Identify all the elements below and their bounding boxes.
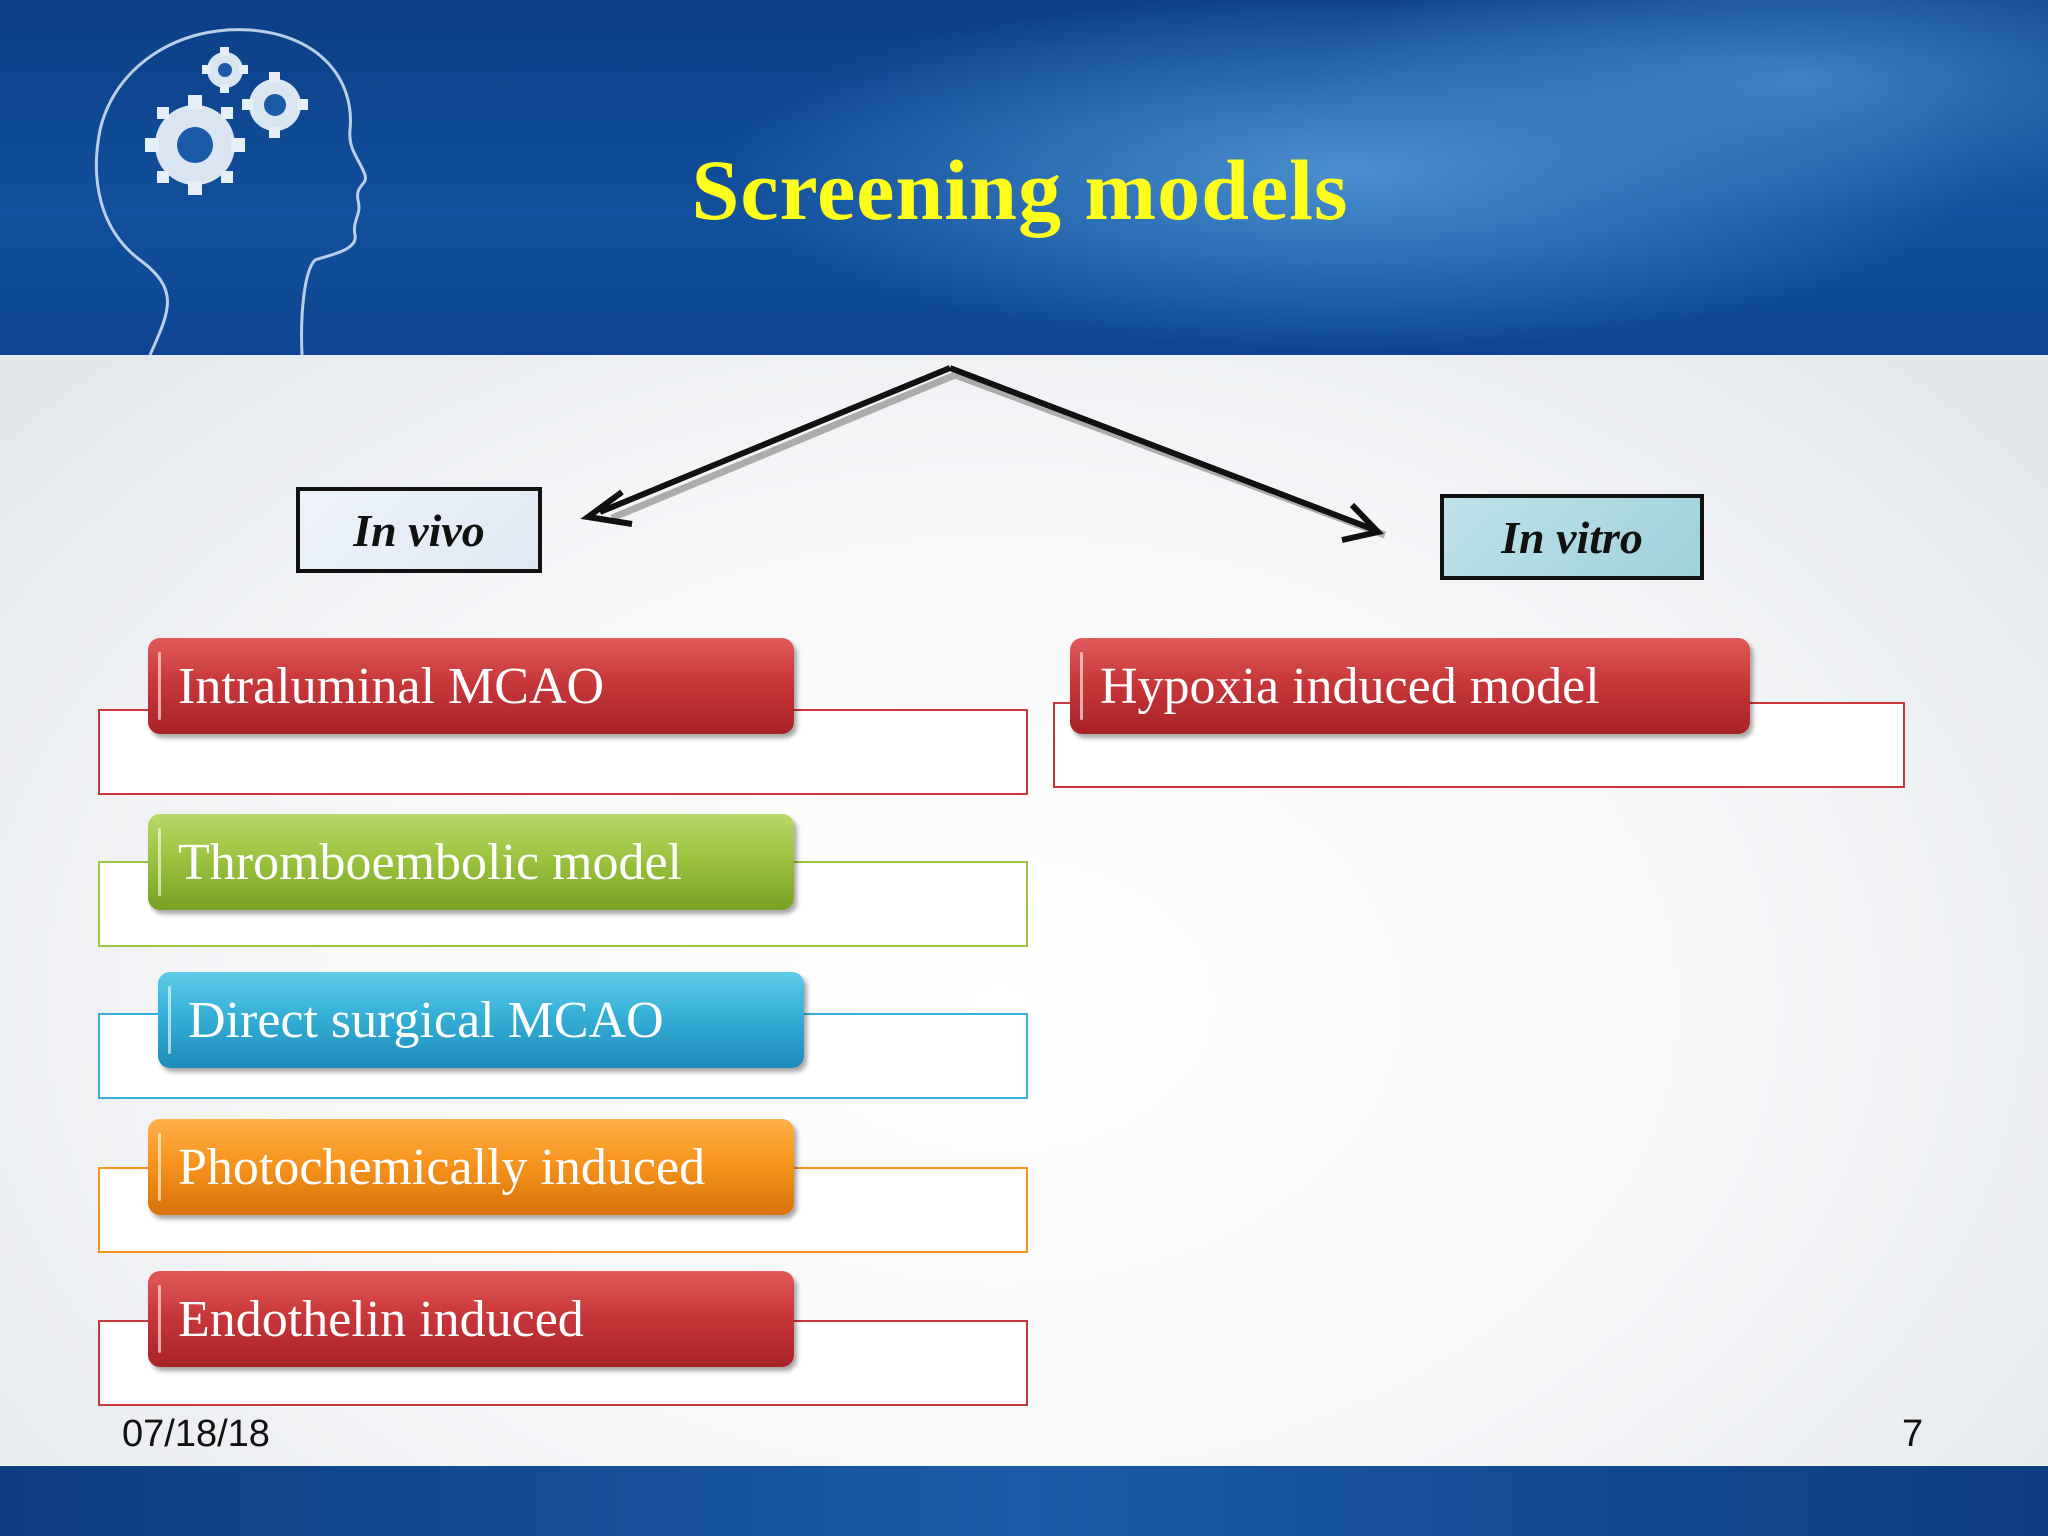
in-vitro-label: In vitro xyxy=(1440,494,1704,580)
model-intraluminal-mcao: Intraluminal MCAO xyxy=(148,638,794,734)
arrow-to-in-vitro xyxy=(948,365,1377,533)
slide-date: 07/18/18 xyxy=(122,1413,270,1455)
model-hypoxia-induced: Hypoxia induced model xyxy=(1070,638,1750,734)
slide-title: Screening models xyxy=(691,142,1349,238)
slide-footer-bar xyxy=(0,1466,2048,1536)
model-label: Photochemically induced xyxy=(178,1138,706,1196)
model-label: Direct surgical MCAO xyxy=(188,991,664,1049)
model-label: Intraluminal MCAO xyxy=(178,657,605,715)
arrowhead-in-vitro xyxy=(1341,502,1384,543)
model-direct-surgical-mcao: Direct surgical MCAO xyxy=(158,972,804,1068)
model-label: Thromboembolic model xyxy=(178,833,683,891)
arrowhead-in-vivo xyxy=(580,489,633,527)
model-label: Endothelin induced xyxy=(178,1290,584,1348)
in-vivo-label: In vivo xyxy=(296,487,542,573)
head-with-gears-icon xyxy=(94,28,367,355)
model-photochemically-induced: Photochemically induced xyxy=(148,1119,794,1215)
slide-page-number: 7 xyxy=(1902,1413,1924,1455)
model-endothelin-induced: Endothelin induced xyxy=(148,1271,794,1367)
model-thromboembolic: Thromboembolic model xyxy=(148,814,794,910)
slide-header: Screening models xyxy=(0,0,2048,355)
arrow-to-in-vivo xyxy=(598,365,952,515)
model-label: Hypoxia induced model xyxy=(1100,657,1600,715)
